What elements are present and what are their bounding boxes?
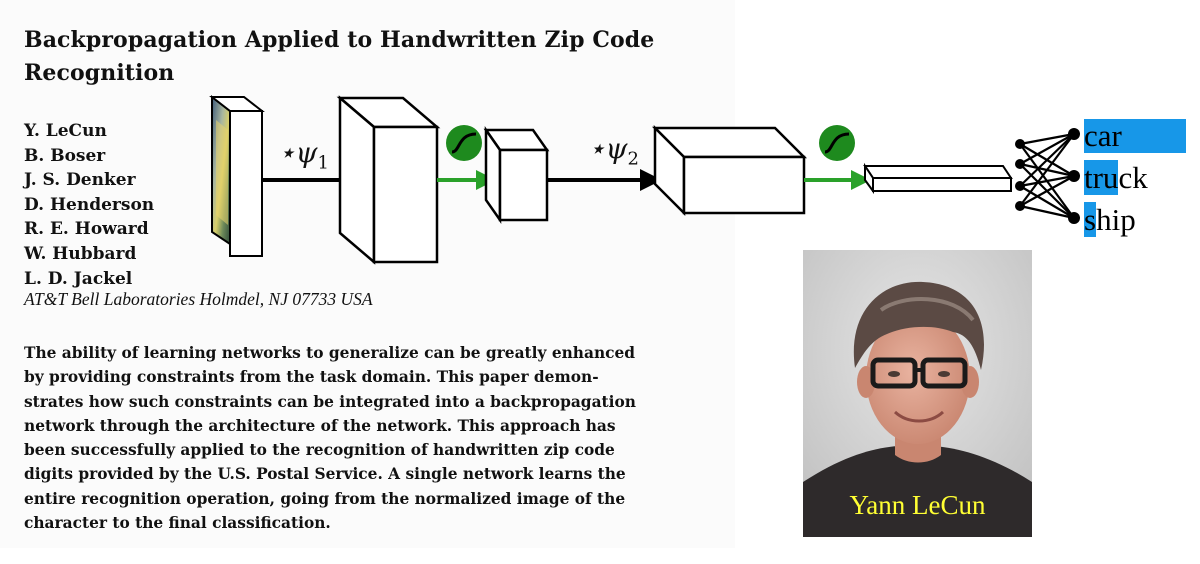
author: Y. LeCun [24, 121, 107, 141]
class-label-ship: ship [1084, 202, 1136, 237]
author: J. S. Denker [24, 170, 136, 191]
abstract-line: entire recognition operation, going from… [24, 489, 626, 508]
class-label-car: car [1084, 119, 1186, 153]
abstract-line: network through the architecture of the … [24, 416, 616, 435]
feature-map-1 [336, 95, 441, 265]
arrow-conv2 [547, 169, 662, 191]
class-label-truck: truck [1084, 160, 1148, 195]
abstract: The ability of learning networks to gene… [24, 341, 636, 535]
input-image [209, 94, 265, 257]
author-list: Y. LeCun B. Boser J. S. Denker D. Hender… [24, 119, 154, 291]
input-nodes [1015, 139, 1025, 211]
affiliation: AT&T Bell Laboratories Holmdel, NJ 07733… [24, 289, 373, 309]
author: D. Henderson [24, 194, 155, 215]
author: L. D. Jackel [24, 268, 133, 289]
conv2-label: ⋆ψ2 [588, 132, 639, 170]
feature-map-3 [651, 124, 808, 217]
abstract-line: been successfully applied to the recogni… [24, 441, 615, 460]
output-nodes [1068, 128, 1080, 224]
abstract-line: strates how such constraints can be inte… [24, 392, 636, 411]
fully-connected-layer [1019, 132, 1075, 220]
abstract-line: digits provided by the U.S. Postal Servi… [24, 465, 626, 484]
title-line-1: Backpropagation Applied to Handwritten Z… [24, 27, 655, 53]
abstract-line: character to the final classification. [24, 514, 331, 533]
author: B. Boser [24, 145, 106, 166]
arrow-nonlinearity-2 [804, 170, 871, 190]
author: R. E. Howard [24, 219, 149, 240]
paper-page [0, 0, 735, 548]
author: W. Hubbard [24, 243, 137, 264]
conv1-label: ⋆ψ1 [278, 136, 329, 174]
title-line-2: Recognition [24, 60, 175, 86]
sigmoid-icon [446, 125, 482, 161]
feature-map-2 [483, 126, 550, 224]
abstract-line: The ability of learning networks to gene… [24, 344, 636, 362]
portrait-caption: Yann LeCun [849, 490, 986, 520]
portrait-photo: Yann LeCun [803, 250, 1032, 537]
abstract-line: by providing constraints from the task d… [24, 368, 599, 387]
paper-title: Backpropagation Applied to Handwritten Z… [24, 24, 654, 90]
flattened-vector [863, 162, 1013, 195]
sigmoid-icon [819, 125, 855, 161]
